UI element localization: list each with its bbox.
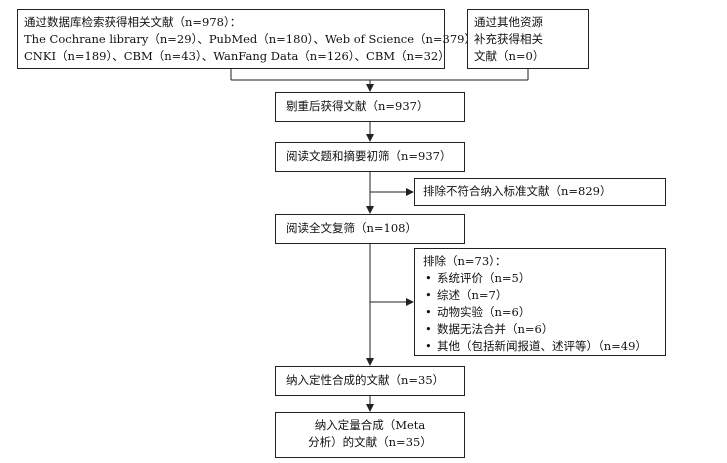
database-search-line-1: 通过数据库检索获得相关文献（n=978）：: [24, 15, 242, 29]
full-text-review-box: 阅读全文复筛（n=108）: [275, 214, 465, 244]
database-search-line-3: CNKI（n=189）、CBM（n=43）、WanFang Data（n=126…: [24, 49, 450, 63]
after-dedup-label: 剔重后获得文献（n=937）: [286, 99, 429, 113]
excluded-item-data-not-mergeable: 数据无法合并（n=6）: [423, 321, 657, 338]
after-dedup-box: 剔重后获得文献（n=937）: [275, 92, 465, 122]
title-abstract-screen-label: 阅读文题和摘要初筛（n=937）: [286, 149, 452, 163]
other-sources-box: 通过其他资源 补充获得相关 文献（n=0）: [467, 9, 589, 69]
excluded-item-systematic-review: 系统评价（n=5）: [423, 270, 657, 287]
quantitative-synthesis-line-1: 纳入定量合成（Meta: [314, 418, 426, 432]
excluded-item-animal-study: 动物实验（n=6）: [423, 304, 657, 321]
other-sources-line-1: 通过其他资源: [474, 15, 543, 29]
full-text-review-label: 阅读全文复筛（n=108）: [286, 221, 417, 235]
excluded-full-text-box: 排除（n=73）： 系统评价（n=5） 综述（n=7） 动物实验（n=6） 数据…: [414, 248, 666, 356]
qualitative-synthesis-box: 纳入定性合成的文献（n=35）: [275, 366, 465, 396]
qualitative-synthesis-label: 纳入定性合成的文献（n=35）: [286, 373, 445, 387]
database-search-line-2: The Cochrane library（n=29）、PubMed（n=180）…: [24, 32, 482, 46]
database-search-box: 通过数据库检索获得相关文献（n=978）： The Cochrane libra…: [17, 9, 482, 69]
other-sources-line-2: 补充获得相关: [474, 32, 543, 46]
excluded-item-review: 综述（n=7）: [423, 287, 657, 304]
excluded-criteria-box: 排除不符合纳入标准文献（n=829）: [414, 178, 666, 206]
quantitative-synthesis-box: 纳入定量合成（Meta 分析）的文献（n=35）: [275, 412, 465, 458]
excluded-item-other: 其他（包括新闻报道、述评等）（n=49）: [423, 338, 657, 355]
title-abstract-screen-box: 阅读文题和摘要初筛（n=937）: [275, 142, 465, 172]
excluded-criteria-label: 排除不符合纳入标准文献（n=829）: [423, 184, 612, 198]
other-sources-line-3: 文献（n=0）: [474, 49, 545, 63]
quantitative-synthesis-line-2: 分析）的文献（n=35）: [308, 435, 432, 449]
excluded-full-header: 排除（n=73）：: [423, 254, 507, 268]
